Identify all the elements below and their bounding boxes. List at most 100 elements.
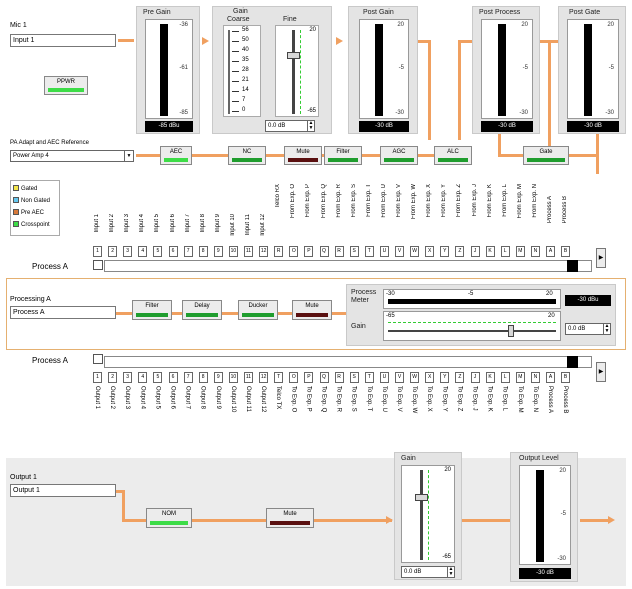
matrix-output-cell[interactable]: 12 xyxy=(259,372,269,383)
row-checkbox[interactable] xyxy=(93,260,103,270)
matrix-input-cell[interactable]: R xyxy=(274,246,284,257)
matrix-output-cell[interactable]: X xyxy=(425,372,435,383)
matrix-input-cell[interactable]: 7 xyxy=(183,246,193,257)
matrix-output-cell[interactable]: T xyxy=(274,372,284,383)
output-gain-knob[interactable] xyxy=(415,494,428,501)
matrix-output-cell[interactable]: V xyxy=(395,372,404,383)
process-gain-fader[interactable]: -65 20 xyxy=(383,311,561,341)
matrix-input-cell[interactable]: P xyxy=(304,246,314,257)
matrix-output-cell[interactable]: 9 xyxy=(213,372,223,383)
fine-fader-knob[interactable] xyxy=(287,52,300,59)
matrix-output-cell[interactable]: S xyxy=(349,372,359,383)
matrix-output-cell[interactable]: 7 xyxy=(183,372,193,383)
pa-adapt-select[interactable]: Power Amp 4 ▼ xyxy=(10,150,134,162)
matrix-output-cell[interactable]: L xyxy=(500,372,510,383)
matrix-output-cell[interactable]: 6 xyxy=(168,372,178,383)
matrix-input-cell[interactable]: X xyxy=(425,246,435,257)
matrix-output-cell[interactable]: W xyxy=(410,372,420,383)
gain-value-spinner[interactable]: 0.0 dB ▲▼ xyxy=(265,120,315,132)
input-name-field[interactable]: Input 1 xyxy=(10,34,116,47)
matrix-output-cell[interactable]: Q xyxy=(319,372,329,383)
process-delay-button[interactable]: Delay xyxy=(182,300,222,320)
nom-button[interactable]: NOM xyxy=(146,508,192,528)
matrix-input-cell[interactable]: Y xyxy=(440,246,450,257)
matrix-output-cell[interactable]: 11 xyxy=(244,372,253,383)
matrix-output-cell[interactable]: J xyxy=(470,372,480,383)
matrix-output-cell[interactable]: Z xyxy=(455,372,465,383)
output-gain-spinner[interactable]: 0.0 dB ▲▼ xyxy=(401,566,455,578)
filter-button[interactable]: Filter xyxy=(324,146,362,165)
spinner-arrows[interactable]: ▲▼ xyxy=(447,566,454,577)
matrix-input-cell[interactable]: 1 xyxy=(93,246,102,257)
process-ducker-button[interactable]: Ducker xyxy=(238,300,278,320)
matrix-input-cell[interactable]: K xyxy=(485,246,495,257)
agc-button[interactable]: AGC xyxy=(380,146,418,165)
matrix-input-cell[interactable]: 11 xyxy=(244,246,253,257)
matrix-input-cell[interactable]: U xyxy=(379,246,389,257)
matrix-input-cell[interactable]: 3 xyxy=(123,246,133,257)
output-name-field[interactable]: Output 1 xyxy=(10,484,116,497)
matrix-output-cell[interactable]: B xyxy=(561,372,571,383)
matrix-input-cell[interactable]: T xyxy=(364,246,374,257)
matrix-input-cell[interactable]: Z xyxy=(455,246,465,257)
matrix-output-cell[interactable]: O xyxy=(289,372,299,383)
matrix-output-cell[interactable]: K xyxy=(485,372,495,383)
matrix-input-cell[interactable]: J xyxy=(470,246,480,257)
matrix-output-cell[interactable]: U xyxy=(379,372,389,383)
matrix-output-cell[interactable]: 8 xyxy=(198,372,208,383)
matrix-output-cell[interactable]: R xyxy=(334,372,344,383)
spinner-arrows[interactable]: ▲▼ xyxy=(603,323,610,334)
matrix-input-cell[interactable]: 10 xyxy=(228,246,238,257)
matrix-input-cell[interactable]: W xyxy=(410,246,420,257)
matrix-output-cell[interactable]: P xyxy=(304,372,314,383)
matrix-input-cell[interactable]: 12 xyxy=(259,246,269,257)
chevron-down-icon[interactable]: ▼ xyxy=(124,151,133,161)
matrix-input-cell[interactable]: L xyxy=(500,246,510,257)
col-checkbox[interactable] xyxy=(93,354,103,364)
nc-button[interactable]: NC xyxy=(228,146,266,165)
matrix-input-cell[interactable]: O xyxy=(289,246,299,257)
matrix-input-cell[interactable]: 2 xyxy=(108,246,118,257)
matrix-input-cell[interactable]: 8 xyxy=(198,246,208,257)
matrix-input-cell[interactable]: 6 xyxy=(168,246,178,257)
matrix-output-cell[interactable]: 4 xyxy=(138,372,148,383)
matrix-input-cell[interactable]: S xyxy=(349,246,359,257)
scroll-right-arrow[interactable]: ▶ xyxy=(596,362,606,382)
output-mute-button[interactable]: Mute xyxy=(266,508,314,528)
process-mute-button[interactable]: Mute xyxy=(292,300,332,320)
matrix-output-cell[interactable]: A xyxy=(546,372,555,383)
process-filter-button[interactable]: Filter xyxy=(132,300,172,320)
matrix-input-cell[interactable]: A xyxy=(546,246,555,257)
matrix-input-cell[interactable]: V xyxy=(395,246,404,257)
processing-name-field[interactable]: Process A xyxy=(10,306,116,319)
aec-button[interactable]: AEC xyxy=(160,146,192,165)
matrix-input-cell[interactable]: Q xyxy=(319,246,329,257)
gate-button[interactable]: Gate xyxy=(523,146,569,165)
spinner-arrows[interactable]: ▲▼ xyxy=(307,120,314,131)
ppwr-button[interactable]: PPWR xyxy=(44,76,88,95)
matrix-output-cell[interactable]: 10 xyxy=(228,372,238,383)
mute-button[interactable]: Mute xyxy=(284,146,322,165)
matrix-input-cell[interactable]: 9 xyxy=(213,246,223,257)
output-gain-fader[interactable]: 20 -65 xyxy=(401,465,455,563)
alc-button[interactable]: ALC xyxy=(434,146,472,165)
scroll-right-arrow[interactable]: ▶ xyxy=(596,248,606,268)
matrix-output-cell[interactable]: Y xyxy=(440,372,450,383)
matrix-output-cell[interactable]: 5 xyxy=(153,372,163,383)
process-gain-spinner[interactable]: 0.0 dB ▲▼ xyxy=(565,323,611,335)
matrix-output-cell[interactable]: 1 xyxy=(93,372,102,383)
matrix-output-cell[interactable]: T xyxy=(364,372,374,383)
matrix-input-cell[interactable]: M xyxy=(515,246,525,257)
matrix-input-cell[interactable]: B xyxy=(561,246,571,257)
matrix-input-cell[interactable]: 4 xyxy=(138,246,148,257)
matrix-input-cell[interactable]: N xyxy=(530,246,540,257)
matrix-output-cell[interactable]: N xyxy=(530,372,540,383)
process-gain-knob[interactable] xyxy=(508,325,514,337)
matrix-input-cell[interactable]: R xyxy=(334,246,344,257)
matrix-output-cell[interactable]: 2 xyxy=(108,372,118,383)
matrix-input-cell[interactable]: 5 xyxy=(153,246,163,257)
fine-fader[interactable]: 20 -65 xyxy=(275,25,319,117)
matrix-output-cell[interactable]: M xyxy=(515,372,525,383)
matrix-output-cell[interactable]: 3 xyxy=(123,372,133,383)
